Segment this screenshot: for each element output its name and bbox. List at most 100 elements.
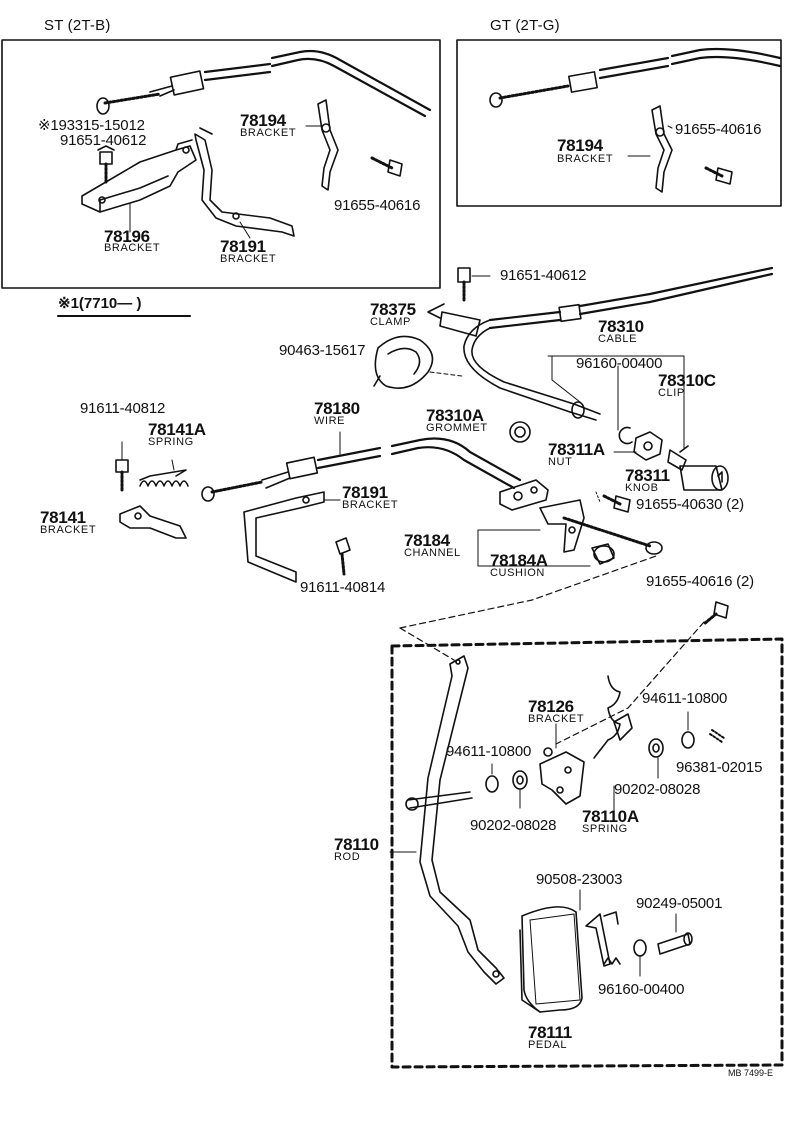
part-number-78191-b: 78191 — [342, 483, 388, 502]
bolt-91611-a — [115, 441, 129, 494]
part-number-78141a: 78141A — [148, 420, 206, 439]
gt-bolt-91655 — [704, 166, 733, 185]
part-name-78184a: CUSHION — [490, 567, 545, 579]
clip-90463 — [373, 335, 463, 389]
part-number-90202-b: 90202-08028 — [470, 817, 557, 834]
pedal-78111 — [519, 906, 583, 1013]
st-section-box — [1, 39, 441, 289]
part-number-91655-st: 91655-40616 — [334, 197, 421, 214]
clip-78310c — [667, 445, 689, 471]
part-number-78126: 78126 — [528, 697, 574, 716]
part-number-78180: 78180 — [314, 399, 360, 418]
part-name-78141: BRACKET — [40, 524, 97, 536]
spring-78141a — [139, 459, 189, 487]
part-number-78141: 78141 — [40, 508, 86, 527]
part-number-96381: 96381-02015 — [676, 759, 763, 776]
st-bolt-91651 — [97, 145, 115, 184]
part-number-78110: 78110 — [334, 835, 379, 854]
knob-78311 — [679, 465, 729, 491]
st-bracket-78196 — [81, 139, 197, 213]
part-number-78184a: 78184A — [490, 551, 548, 570]
part-number-91611-b: 91611-40814 — [300, 579, 386, 596]
bracket-78126 — [539, 723, 585, 805]
part-number-78194-st: 78194 — [240, 111, 286, 130]
rod-lower-end — [562, 516, 663, 555]
pedal-spring-90508 — [579, 889, 621, 967]
part-name-78194-st: BRACKET — [240, 127, 297, 139]
bolt-91611-b — [335, 537, 351, 576]
part-name-78126: BRACKET — [528, 713, 585, 725]
bolt-91651-b — [457, 267, 491, 302]
part-number-78310c: 78310C — [658, 371, 716, 390]
e-clip-96160 — [618, 426, 633, 445]
part-name-78310a: GROMMET — [426, 422, 488, 434]
part-number-78191-a: 78191 — [220, 237, 266, 256]
part-number-91655-2: 91655-40616 (2) — [646, 573, 754, 590]
leader-lines-mid — [477, 355, 685, 567]
st-section-title: ST (2T-B) — [44, 17, 111, 34]
part-number-91655-gt: 91655-40616 — [675, 121, 762, 138]
part-number-78194-gt: 78194 — [557, 136, 603, 155]
gt-bracket-78194 — [627, 105, 673, 193]
main-cable-78310 — [463, 266, 774, 421]
part-number-78184: 78184 — [404, 531, 450, 550]
part-name-78375: CLAMP — [370, 316, 411, 328]
part-number-78111: 78111 — [528, 1023, 572, 1042]
part-name-78191-b: BRACKET — [342, 499, 399, 511]
washers — [485, 711, 695, 809]
wire-78180 — [201, 431, 522, 502]
rod-78110 — [389, 655, 505, 985]
channel-78184 — [499, 479, 585, 553]
part-number-90249: 90249-05001 — [636, 895, 723, 912]
nut-78311a — [633, 431, 663, 461]
part-name-78110a: SPRING — [582, 823, 628, 835]
gt-cable-assembly — [489, 47, 782, 108]
part-name-78191-a: BRACKET — [220, 253, 277, 265]
grommet-78310a — [509, 421, 531, 443]
part-number-78196: 78196 — [104, 227, 150, 246]
st-cable-assembly — [96, 49, 432, 118]
part-name-78141a: SPRING — [148, 436, 194, 448]
cushion-78184a — [591, 543, 615, 565]
serial-note-label: ※1(7710— ) — [58, 295, 142, 312]
diagram-code: MB 7499-E — [728, 1068, 774, 1078]
part-number-78375: 78375 — [370, 300, 416, 319]
gt-section-box — [456, 39, 782, 207]
part-number-78310: 78310 — [598, 317, 644, 336]
part-name-78311: KNOB — [625, 482, 659, 494]
bolt-91655-2 — [702, 601, 729, 626]
part-number-96160-b: 96160-00400 — [598, 981, 685, 998]
pedal-assembly-box — [390, 637, 784, 1069]
st-bracket-78191 — [194, 127, 295, 237]
pin-90249 — [657, 913, 693, 955]
gt-section-title: GT (2T-G) — [490, 17, 560, 34]
part-name-78310: CABLE — [598, 333, 638, 345]
st-bracket-78194 — [317, 99, 339, 191]
part-number-91651-b: 91651-40612 — [500, 267, 587, 284]
dashed-connectors — [399, 555, 705, 745]
part-number-96160-a: 96160-00400 — [576, 355, 663, 372]
bracket-78141 — [119, 505, 187, 539]
bolt-91655-630 — [595, 491, 631, 513]
part-number-90508: 90508-23003 — [536, 871, 623, 888]
part-name-78310c: CLIP — [658, 387, 685, 399]
part-number-193315: ※193315-15012 — [38, 117, 145, 134]
part-name-78111: PEDAL — [528, 1039, 568, 1051]
part-number-78311a: 78311A — [548, 440, 605, 459]
part-number-91651-a: 91651-40612 — [60, 132, 147, 149]
spring-78110a — [593, 675, 633, 811]
part-number-78110a: 78110A — [582, 807, 639, 826]
part-number-78310a: 78310A — [426, 406, 484, 425]
part-name-78311a: NUT — [548, 456, 573, 468]
part-name-78110: ROD — [334, 851, 361, 863]
part-name-78180: WIRE — [314, 415, 346, 427]
part-number-94611-b: 94611-10800 — [446, 743, 532, 760]
part-number-90202-a: 90202-08028 — [614, 781, 701, 798]
st-bolt-91655 — [370, 156, 403, 177]
pin-96381 — [709, 729, 725, 743]
bracket-78191-b — [243, 491, 341, 583]
part-name-78184: CHANNEL — [404, 547, 461, 559]
part-number-90463: 90463-15617 — [279, 342, 366, 359]
